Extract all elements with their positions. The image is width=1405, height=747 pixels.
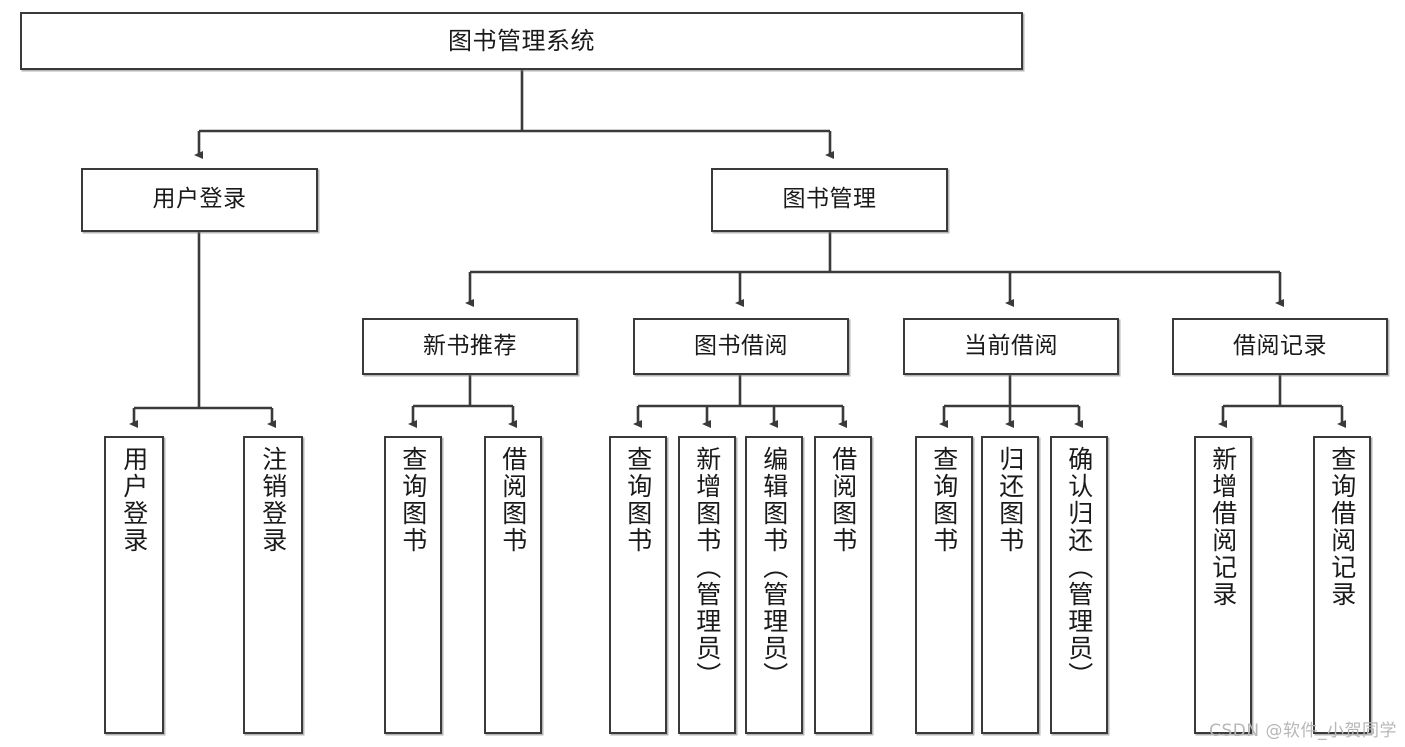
leaf-borrow-record-query[interactable]: 查询借阅记录 [1313,436,1371,734]
leaf-current-borrow-return[interactable]: 归还图书 [981,436,1039,734]
leaf-book-borrow-add[interactable]: 新增图书（管理员） [678,436,736,734]
node-label: 编辑图书（管理员） [759,446,789,689]
node-label: 查询图书 [929,446,959,554]
leaf-book-borrow-query[interactable]: 查询图书 [609,436,667,734]
node-label: 查询借阅记录 [1327,446,1357,608]
leaf-borrow-record-add[interactable]: 新增借阅记录 [1194,436,1252,734]
node-label: 当前借阅 [964,332,1058,359]
node-label: 图书借阅 [694,332,788,359]
node-current-borrow[interactable]: 当前借阅 [903,318,1119,375]
leaf-book-borrow-borrow[interactable]: 借阅图书 [814,436,872,734]
node-label: 借阅记录 [1233,332,1327,359]
node-label: 查询图书 [398,446,428,554]
leaf-user-login-logout[interactable]: 注销登录 [243,436,303,734]
node-label: 借阅图书 [828,446,858,554]
node-label: 图书管理 [782,186,877,213]
leaf-current-borrow-query[interactable]: 查询图书 [915,436,973,734]
leaf-new-book-query[interactable]: 查询图书 [384,436,442,734]
node-label: 归还图书 [995,446,1025,554]
node-user-login[interactable]: 用户登录 [81,168,318,232]
node-root-system[interactable]: 图书管理系统 [20,12,1023,70]
leaf-new-book-borrow[interactable]: 借阅图书 [484,436,542,734]
node-label: 图书管理系统 [448,26,595,55]
leaf-current-borrow-confirm-return[interactable]: 确认归还（管理员） [1050,436,1108,734]
node-borrow-record[interactable]: 借阅记录 [1172,318,1388,375]
node-label: 用户登录 [119,446,149,554]
leaf-book-borrow-edit[interactable]: 编辑图书（管理员） [745,436,803,734]
node-book-management[interactable]: 图书管理 [711,168,948,232]
node-label: 查询图书 [623,446,653,554]
node-label: 确认归还（管理员） [1064,446,1094,689]
node-book-borrow[interactable]: 图书借阅 [633,318,849,375]
node-label: 注销登录 [258,446,288,554]
leaf-user-login-login[interactable]: 用户登录 [104,436,164,734]
node-label: 新增借阅记录 [1208,446,1238,608]
node-label: 新书推荐 [423,332,517,359]
node-new-book-recommend[interactable]: 新书推荐 [362,318,578,375]
node-label: 借阅图书 [498,446,528,554]
node-label: 新增图书（管理员） [692,446,722,689]
node-label: 用户登录 [152,186,247,213]
